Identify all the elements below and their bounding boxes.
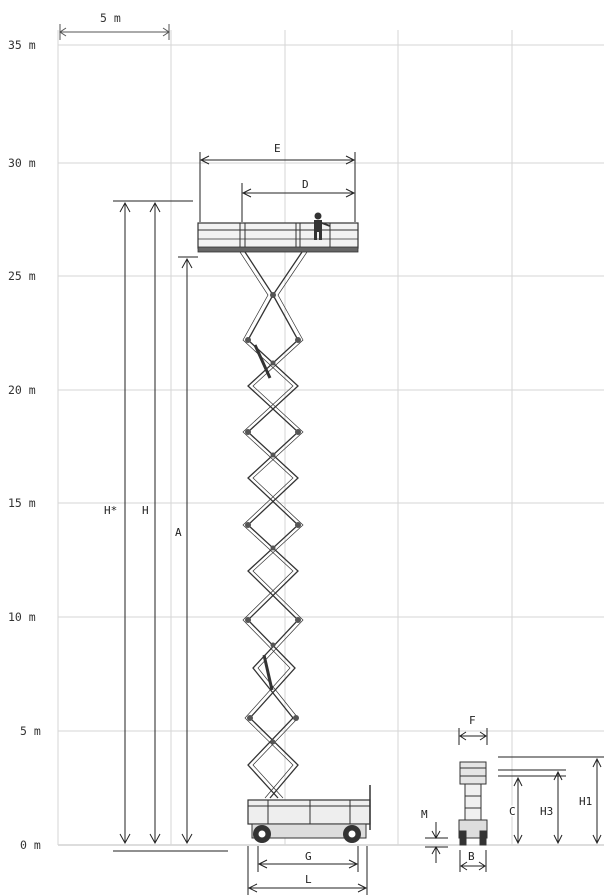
base-dimensions	[247, 846, 368, 895]
work-platform	[197, 222, 359, 253]
dim-label-h-star: H*	[104, 504, 117, 517]
y-tick-20: 20 m	[8, 383, 36, 397]
dim-label-f: F	[469, 714, 476, 727]
scale-indicator	[59, 24, 170, 40]
dim-label-h: H	[142, 504, 149, 517]
dim-label-a: A	[175, 526, 182, 539]
wheels	[253, 825, 361, 843]
end-view-machine	[458, 761, 488, 846]
y-tick-15: 15 m	[8, 496, 36, 510]
y-tick-0: 0 m	[20, 838, 41, 852]
grid	[57, 30, 604, 846]
scissor-stack	[239, 251, 308, 799]
dim-label-g: G	[305, 850, 312, 863]
y-tick-25: 25 m	[8, 269, 36, 283]
dim-label-b: B	[468, 850, 475, 863]
y-axis-labels: 35 m 30 m 25 m 20 m 15 m 10 m 5 m 0 m	[8, 38, 41, 852]
dim-label-m: M	[421, 808, 428, 821]
y-tick-5: 5 m	[20, 724, 41, 738]
dim-label-c: C	[509, 805, 516, 818]
operator-figure	[314, 212, 331, 240]
scale-label: 5 m	[100, 11, 121, 25]
y-tick-30: 30 m	[8, 156, 36, 170]
chassis	[247, 785, 371, 839]
dim-label-d: D	[302, 178, 309, 191]
dim-label-l: L	[305, 873, 312, 886]
end-view-dimensions	[425, 728, 604, 872]
height-dimensions	[113, 200, 228, 852]
y-tick-10: 10 m	[8, 610, 36, 624]
platform-dimensions	[199, 152, 356, 222]
dim-label-h3: H3	[540, 805, 553, 818]
dim-label-e: E	[274, 142, 281, 155]
dim-label-h1: H1	[579, 795, 592, 808]
y-tick-35: 35 m	[8, 38, 36, 52]
